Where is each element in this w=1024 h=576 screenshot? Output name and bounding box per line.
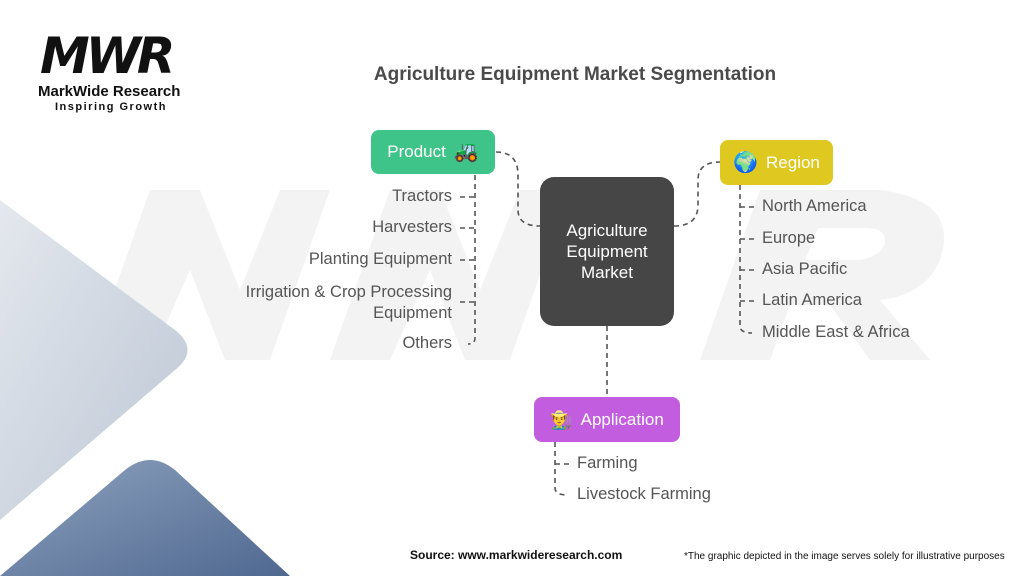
source-text: Source: www.markwideresearch.com xyxy=(410,548,623,562)
region-item: Europe xyxy=(762,229,816,247)
application-item: Livestock Farming xyxy=(577,485,711,503)
product-label: Product xyxy=(387,142,446,161)
region-item: Asia Pacific xyxy=(762,260,848,278)
tractor-icon: 🚜 xyxy=(453,141,479,163)
region-node: 🌍 Region xyxy=(720,140,833,185)
center-line: Market xyxy=(581,263,633,282)
logo-name: MarkWide Research xyxy=(38,83,181,100)
region-item: Middle East & Africa xyxy=(762,323,910,341)
application-node: 👨‍🌾 Application xyxy=(534,397,680,442)
disclaimer-text: *The graphic depicted in the image serve… xyxy=(684,551,1005,562)
product-item: Planting Equipment xyxy=(308,250,452,268)
region-item: Latin America xyxy=(762,291,862,309)
product-item: Harvesters xyxy=(372,218,452,236)
region-label: Region xyxy=(766,152,820,172)
application-item: Farming xyxy=(577,454,638,472)
globe-icon: 🌍 xyxy=(733,151,759,174)
application-label: Application xyxy=(580,409,664,429)
product-item: Tractors xyxy=(392,187,452,205)
product-item: Irrigation & Crop Processing Equipment xyxy=(245,283,452,322)
page-title: Agriculture Equipment Market Segmentatio… xyxy=(373,64,777,85)
product-node: Product 🚜 xyxy=(371,130,495,174)
center-line: Equipment xyxy=(566,242,648,261)
logo-tagline: Inspiring Growth xyxy=(55,101,167,113)
region-item: North America xyxy=(762,197,867,215)
center-line: Agriculture xyxy=(566,221,648,240)
product-item: Others xyxy=(402,334,452,352)
logo-mark: MWR xyxy=(40,27,175,85)
farmer-icon: 👨‍🌾 xyxy=(550,409,573,430)
center-node: Agriculture Equipment Market xyxy=(540,177,674,326)
